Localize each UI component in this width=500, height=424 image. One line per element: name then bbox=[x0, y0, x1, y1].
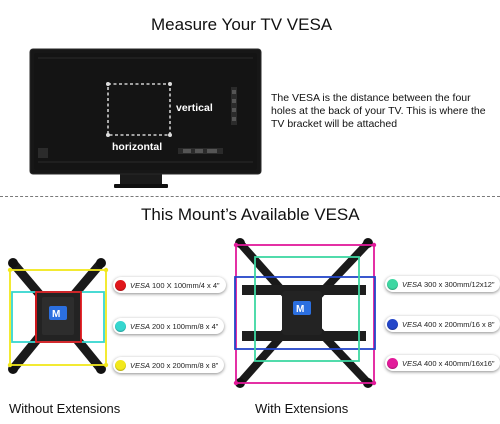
vesa-rect-200x200 bbox=[9, 269, 107, 366]
caption-without-extensions: Without Extensions bbox=[9, 401, 121, 416]
vesa-dashed-rect bbox=[107, 83, 171, 136]
legend-item-vesa-100x100: VESA 100 X 100mm/4 x 4” bbox=[113, 277, 226, 293]
legend-item-vesa-200x100: VESA 200 x 100mm/8 x 4” bbox=[113, 318, 225, 334]
available-vesa-title: This Mount’s Available VESA bbox=[141, 205, 360, 224]
brand-logo-icon bbox=[49, 306, 67, 320]
svg-text:M: M bbox=[296, 304, 304, 315]
legend-dot bbox=[387, 318, 398, 330]
label-horizontal: horizontal bbox=[112, 141, 162, 153]
measure-vesa-title: Measure Your TV VESA bbox=[151, 15, 333, 34]
mount-without-extensions: M bbox=[7, 258, 109, 374]
tv-back-illustration: vertical horizontal bbox=[29, 48, 262, 188]
legend-dot bbox=[387, 278, 398, 290]
legend-item-vesa-300x300: VESA 300 x 300mm/12x12” bbox=[385, 276, 500, 292]
vesa-description: The VESA is the distance between the fou… bbox=[271, 92, 486, 130]
legend-dot bbox=[115, 279, 126, 291]
side-ports bbox=[231, 87, 237, 125]
legend-dot bbox=[115, 320, 126, 332]
brand-logo-icon bbox=[293, 301, 311, 315]
label-vertical: vertical bbox=[176, 102, 213, 114]
caption-with-extensions: With Extensions bbox=[255, 401, 349, 416]
tv-stand-foot bbox=[120, 172, 162, 186]
vesa-rect-300x300 bbox=[254, 256, 360, 362]
legend-dot bbox=[115, 359, 126, 371]
legend-item-vesa-200x200: VESA 200 x 200mm/8 x 8” bbox=[113, 357, 225, 373]
legend-item-vesa-400x200: VESA 400 x 200mm/16 x 8” bbox=[385, 316, 500, 332]
section-divider bbox=[0, 196, 500, 197]
vesa-rect-400x200 bbox=[234, 276, 376, 350]
svg-text:M: M bbox=[52, 309, 60, 320]
vesa-rect-400x400 bbox=[235, 244, 375, 384]
mount-with-extensions: M bbox=[233, 238, 377, 388]
legend-item-vesa-400x400: VESA 400 x 400mm/16x16” bbox=[385, 355, 500, 371]
vesa-rect-100x100 bbox=[35, 291, 82, 343]
legend-dot bbox=[387, 357, 398, 369]
